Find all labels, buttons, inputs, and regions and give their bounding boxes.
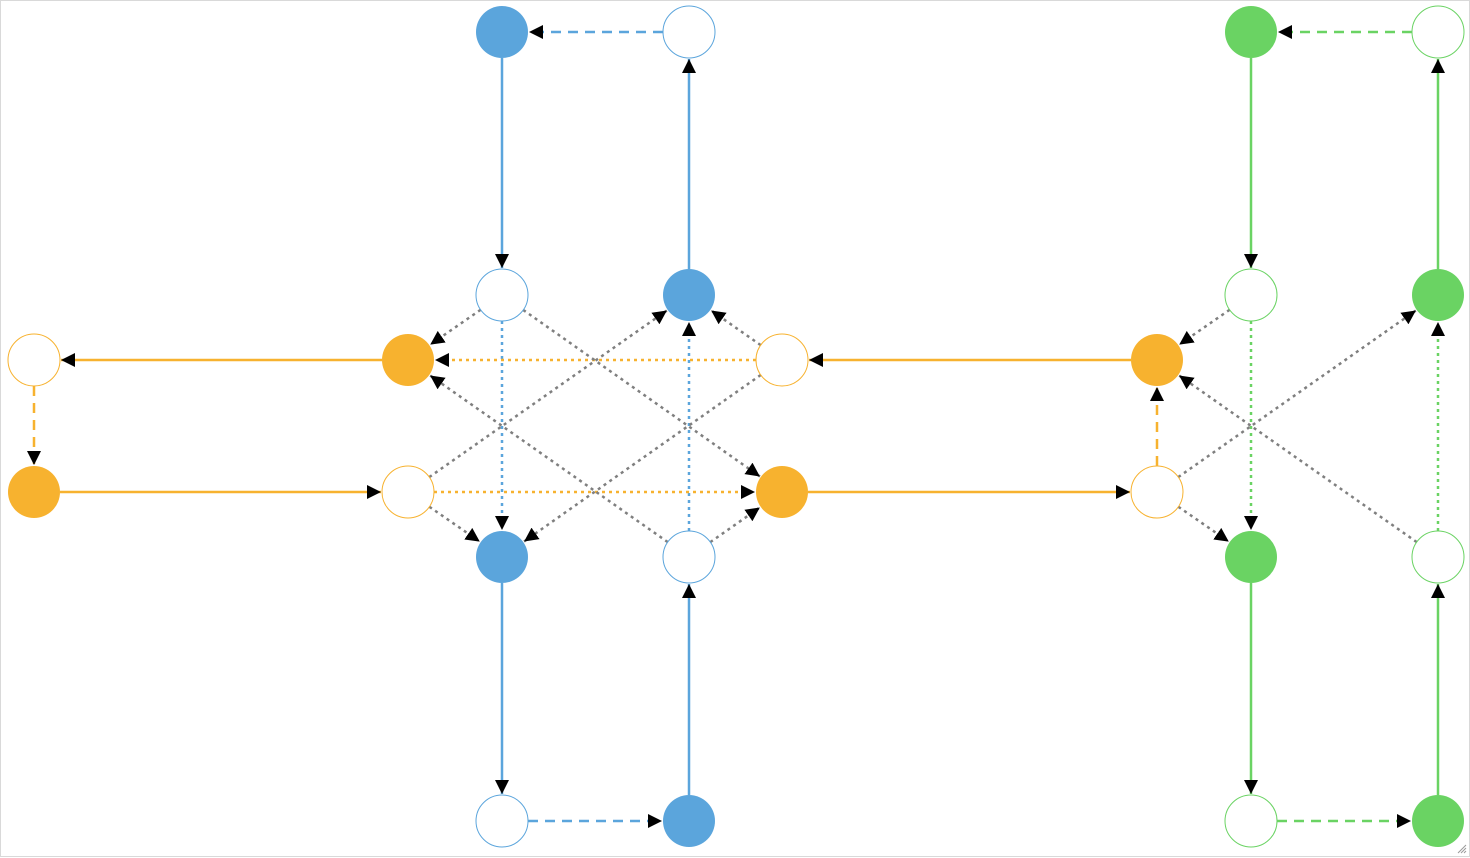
edge-o8-g4 — [1177, 309, 1417, 479]
node-o2[interactable] — [382, 334, 434, 386]
node-b4[interactable] — [663, 269, 715, 321]
edge-o3-b5 — [523, 373, 762, 543]
node-o7[interactable] — [756, 466, 808, 518]
node-g1[interactable] — [1225, 6, 1277, 58]
node-o4[interactable] — [8, 466, 60, 518]
resize-grip-icon[interactable] — [1457, 844, 1467, 854]
edge-o6-b5 — [428, 505, 481, 543]
node-b3[interactable] — [475, 268, 529, 322]
node-b8[interactable] — [663, 795, 715, 847]
node-o3[interactable] — [755, 333, 809, 387]
node-b1[interactable] — [476, 6, 528, 58]
node-g3[interactable] — [1224, 268, 1278, 322]
node-g8[interactable] — [1412, 795, 1464, 847]
node-o5[interactable] — [1131, 334, 1183, 386]
node-o6[interactable] — [381, 465, 435, 519]
node-g2[interactable] — [1411, 5, 1465, 59]
node-o8[interactable] — [1130, 465, 1184, 519]
edge-b6-o7 — [709, 506, 761, 544]
edge-o8-g5 — [1177, 505, 1230, 543]
node-g5[interactable] — [1225, 531, 1277, 583]
edges-layer — [27, 25, 1445, 828]
node-b5[interactable] — [476, 531, 528, 583]
node-b7[interactable] — [475, 794, 529, 848]
node-b2[interactable] — [662, 5, 716, 59]
node-o1[interactable] — [7, 333, 61, 387]
edge-o3-b4 — [710, 309, 762, 347]
edge-g6-o5 — [1178, 374, 1418, 544]
nodes-layer — [7, 5, 1465, 848]
edge-b3-o2 — [429, 308, 482, 346]
edge-b3-o7 — [522, 308, 761, 478]
edge-g3-o5 — [1178, 308, 1231, 346]
node-g6[interactable] — [1411, 530, 1465, 584]
edge-b6-o2 — [429, 374, 669, 544]
node-g7[interactable] — [1224, 794, 1278, 848]
node-g4[interactable] — [1412, 269, 1464, 321]
node-b6[interactable] — [662, 530, 716, 584]
edge-o6-b4 — [428, 309, 668, 479]
